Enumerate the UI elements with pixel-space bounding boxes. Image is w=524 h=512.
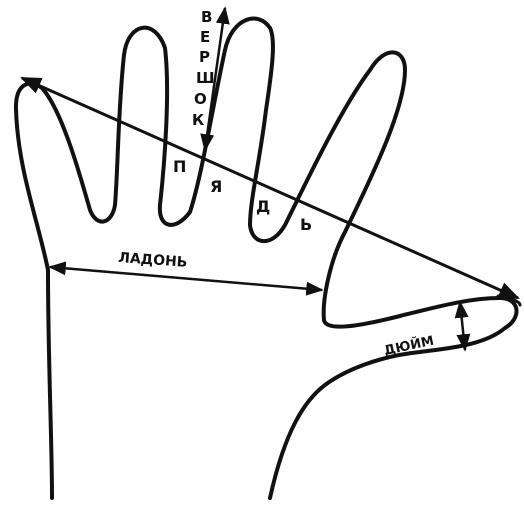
vershok-letter-1: В [201,8,212,26]
vershok-letter-2: Е [200,28,210,46]
hand-outline [16,19,517,498]
pyad-arrow [22,78,518,298]
ladon-label: ЛАДОНЬ [118,250,188,271]
pyad-letter-4: Ь [300,215,312,234]
vershok-letter-5: О [194,90,207,108]
pyad-letter-1: П [173,157,186,176]
dyuim-arrow [460,302,465,350]
vershok-letter-6: К [192,111,205,129]
vershok-letter-3: Р [199,48,210,66]
vershok-letter-4: Ш [196,69,215,87]
pyad-letter-2: Я [210,177,222,196]
pyad-letter-3: Д [256,197,270,216]
